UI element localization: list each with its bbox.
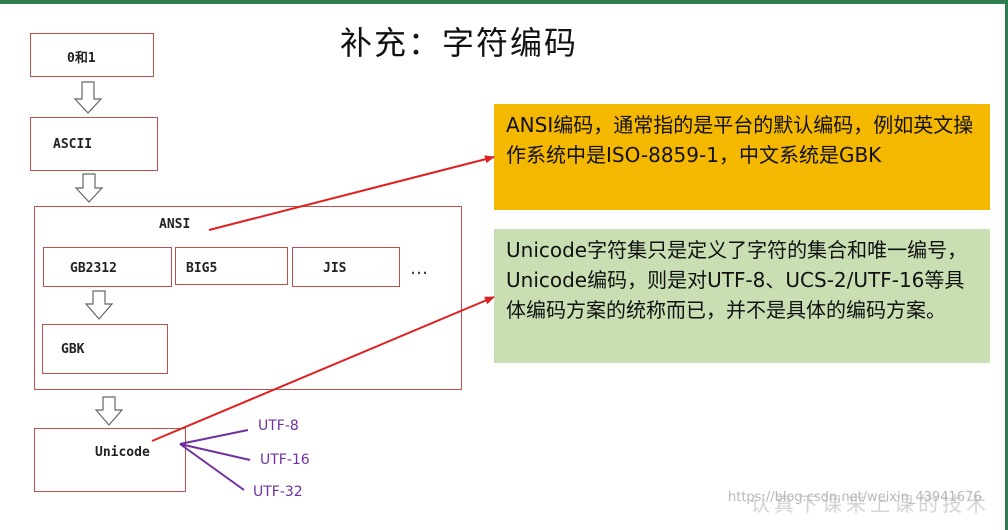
down-arrow-3 xyxy=(84,290,114,320)
down-arrow-1 xyxy=(73,81,103,114)
top-border xyxy=(0,0,1008,4)
box-gb2312: GB2312 xyxy=(43,247,172,287)
box-unicode: Unicode xyxy=(34,428,186,492)
box-gb2312-label: GB2312 xyxy=(70,261,117,276)
line-unicode-utf16 xyxy=(179,443,251,461)
box-zero-one-label: 0和1 xyxy=(67,51,96,66)
ellipsis: … xyxy=(410,258,431,279)
page-title: 补充：字符编码 xyxy=(340,24,579,62)
box-jis-label: JIS xyxy=(323,261,347,276)
down-arrow-4 xyxy=(94,396,124,426)
box-zero-one: 0和1 xyxy=(30,33,154,77)
box-ascii: ASCII xyxy=(30,117,158,171)
box-big5-label: BIG5 xyxy=(186,261,218,276)
line-unicode-utf8 xyxy=(179,429,249,445)
ansi-note: ANSI编码，通常指的是平台的默认编码，例如英文操作系统中是ISO-8859-1… xyxy=(494,104,990,210)
box-gbk-label: GBK xyxy=(61,342,85,357)
right-border xyxy=(1005,0,1008,530)
label-utf32: UTF-32 xyxy=(253,484,303,500)
box-unicode-label: Unicode xyxy=(95,445,150,460)
box-gbk: GBK xyxy=(42,324,168,374)
watermark-signature: 认真下课来上课的技术 xyxy=(750,492,990,516)
down-arrow-2 xyxy=(74,173,104,203)
arrow-unicode-to-note xyxy=(151,296,495,442)
arrow-ansi-to-note xyxy=(208,155,495,231)
watermark-url: https://blog.csdn.net/weixin_43941676 xyxy=(728,490,982,505)
box-big5: BIG5 xyxy=(175,247,288,285)
line-unicode-utf32 xyxy=(179,443,245,491)
label-utf8: UTF-8 xyxy=(258,418,299,434)
unicode-note: Unicode字符集只是定义了字符的集合和唯一编号，Unicode编码，则是对U… xyxy=(494,229,990,363)
label-utf16: UTF-16 xyxy=(260,452,310,468)
box-jis: JIS xyxy=(292,247,400,287)
box-ascii-label: ASCII xyxy=(53,137,93,152)
box-ansi-label: ANSI xyxy=(159,217,191,232)
